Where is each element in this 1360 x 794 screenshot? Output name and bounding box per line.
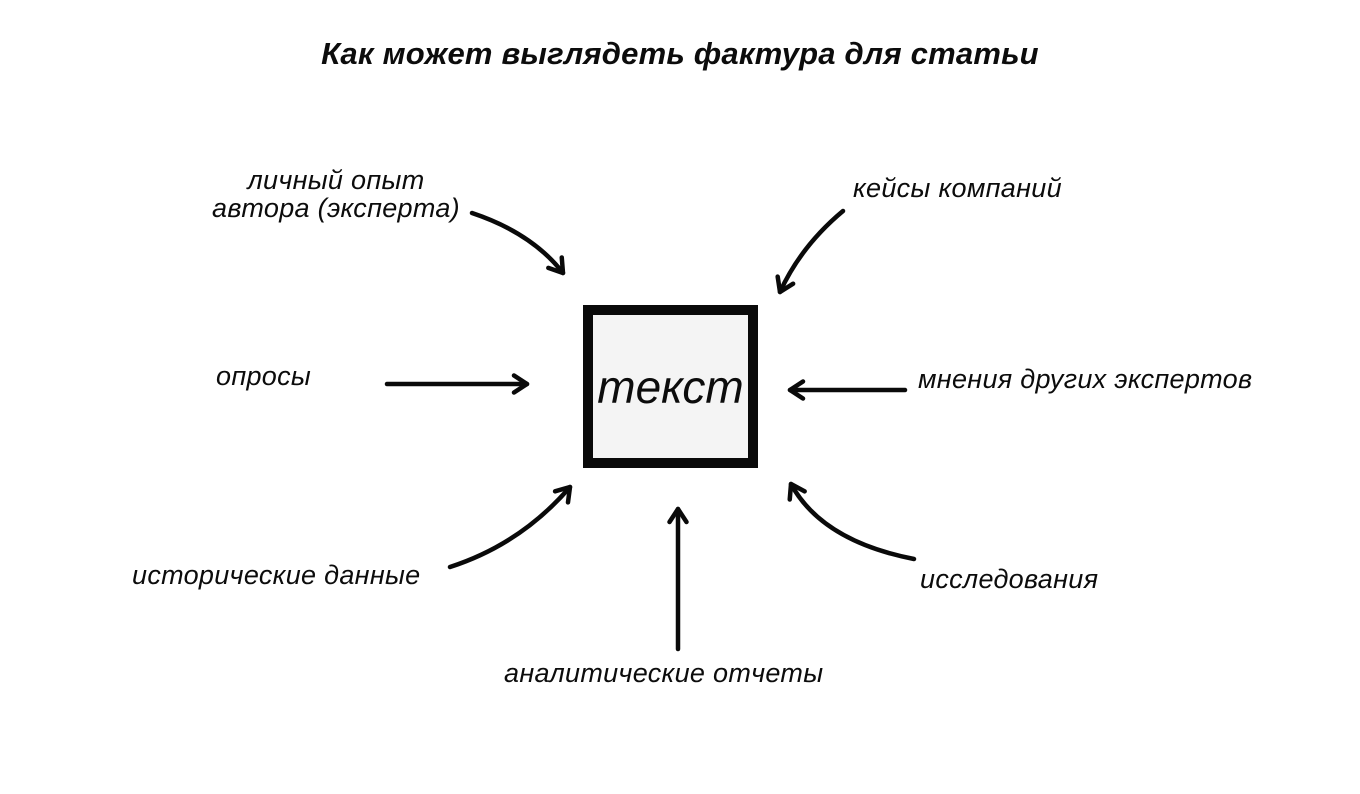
label-analytical-reports: аналитические отчеты (504, 658, 824, 688)
center-text-box-label: текст (597, 360, 744, 413)
label-research: исследования (920, 564, 1099, 594)
label-expert-opinions: мнения других экспертов (918, 364, 1253, 394)
label-company-cases: кейсы компаний (853, 173, 1062, 203)
arrow-personal-experience-icon (469, 210, 566, 276)
label-personal-experience: личный опыт автора (эксперта) (212, 165, 460, 224)
center-text-box: текст (583, 305, 758, 468)
arrow-historical-data-icon (447, 484, 573, 570)
label-historical-data: исторические данные (132, 560, 421, 590)
label-surveys: опросы (216, 361, 312, 391)
arrow-research-icon (787, 481, 917, 562)
diagram-title: Как может выглядеть фактура для статьи (321, 36, 1039, 71)
arrow-company-cases-icon (775, 208, 846, 295)
